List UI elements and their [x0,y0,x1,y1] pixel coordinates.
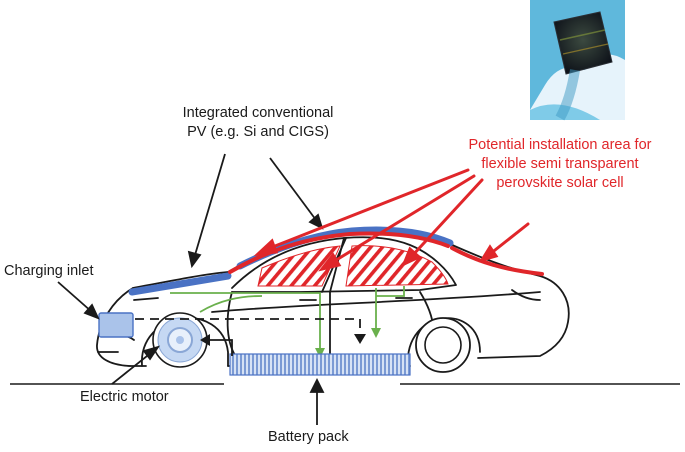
electric-motor-label: Electric motor [80,389,169,405]
charging-dashed-link [135,318,361,336]
rear-wheel [415,317,471,373]
power-flow-arrowheads [315,328,381,358]
perovskite-label-line-2: flexible semi transparent [481,156,639,172]
battery-pack-label: Battery pack [268,429,349,445]
conventional-pv-label: Integrated conventional PV (e.g. Si and … [168,104,348,142]
perovskite-label-line-1: Potential installation area for [468,137,652,153]
power-flow-lines [170,286,405,352]
perovskite-callout-arrows [253,168,530,272]
charging-inlet-label: Charging inlet [4,263,94,279]
perovskite-sample-photo [530,0,625,121]
perovskite-area-label: Potential installation area for flexible… [440,136,680,193]
perovskite-roof-strips [228,231,544,276]
charging-inlet-box [98,312,134,338]
callout-arrows [57,281,325,425]
perovskite-label-line-3: perovskite solar cell [496,175,624,191]
perovskite-window-areas [257,245,449,287]
pv-callout-arrows [187,153,324,269]
front-wheel [152,312,208,368]
pv-label-line-2: PV (e.g. Si and CIGS) [187,124,329,140]
battery-pack-block [229,353,411,376]
battery-to-motor-arrow [208,339,233,356]
pv-label-line-1: Integrated conventional [182,105,334,121]
